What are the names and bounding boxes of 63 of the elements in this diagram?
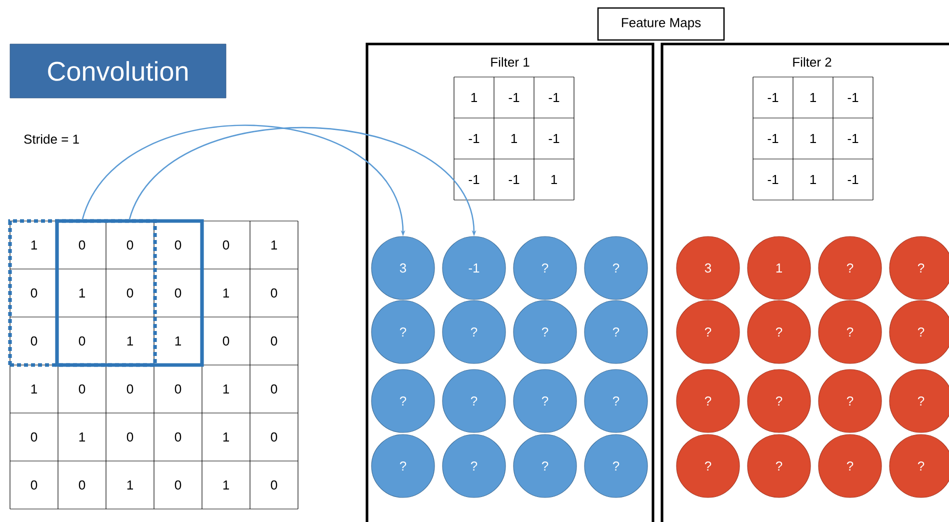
matrix-value: 1 bbox=[127, 480, 133, 490]
filter-value: -1 bbox=[848, 93, 858, 102]
matrix-value: 0 bbox=[270, 336, 278, 346]
filter-value: -1 bbox=[848, 134, 858, 143]
feature-maps-box: Feature Maps bbox=[597, 7, 725, 41]
matrix-value: 0 bbox=[30, 288, 38, 298]
matrix-value: 0 bbox=[30, 336, 38, 346]
matrix-value: 0 bbox=[174, 240, 182, 250]
filter-value: -1 bbox=[508, 175, 520, 184]
matrix-value: 0 bbox=[222, 240, 230, 250]
matrix-value: 0 bbox=[174, 480, 182, 490]
filter-value: -1 bbox=[768, 134, 778, 143]
filter-value: 1 bbox=[511, 134, 517, 143]
matrix-value: 0 bbox=[30, 432, 38, 442]
matrix-value: 1 bbox=[127, 336, 133, 346]
matrix-value: 1 bbox=[223, 288, 229, 298]
matrix-value: 1 bbox=[223, 432, 229, 442]
title-banner: Convolution bbox=[10, 44, 226, 98]
matrix-value: 0 bbox=[78, 240, 86, 250]
matrix-value: 0 bbox=[126, 432, 134, 442]
matrix-value: 1 bbox=[175, 336, 181, 346]
filter-panel bbox=[660, 42, 949, 522]
filter-value: 1 bbox=[551, 175, 557, 184]
panel-heading: Filter 1 bbox=[491, 57, 530, 67]
matrix-value: 0 bbox=[270, 480, 278, 490]
matrix-value: 0 bbox=[30, 480, 38, 490]
filter-value: 1 bbox=[810, 134, 816, 143]
matrix-value: 0 bbox=[78, 336, 86, 346]
matrix-value: 0 bbox=[174, 288, 182, 298]
filter-value: -1 bbox=[468, 175, 480, 184]
filter-value: 1 bbox=[810, 93, 816, 102]
filter-value: -1 bbox=[468, 134, 480, 143]
matrix-value: 1 bbox=[223, 384, 229, 394]
panel-heading: Filter 2 bbox=[793, 57, 832, 67]
sliding-window bbox=[8, 219, 157, 367]
filter-value: 1 bbox=[810, 175, 816, 184]
matrix-value: 1 bbox=[31, 240, 37, 250]
filter-value: -1 bbox=[768, 93, 778, 102]
matrix-value: 1 bbox=[31, 384, 37, 394]
matrix-value: 1 bbox=[79, 432, 85, 442]
filter-value: 1 bbox=[471, 93, 477, 102]
matrix-value: 0 bbox=[78, 480, 86, 490]
matrix-value: 0 bbox=[270, 432, 278, 442]
matrix-value: 0 bbox=[270, 288, 278, 298]
matrix-value: 1 bbox=[79, 288, 85, 298]
matrix-value: 0 bbox=[222, 336, 230, 346]
matrix-value: 0 bbox=[270, 384, 278, 394]
matrix-value: 0 bbox=[126, 288, 134, 298]
matrix-value: 0 bbox=[126, 240, 134, 250]
filter-value: -1 bbox=[548, 93, 560, 102]
matrix-value: 1 bbox=[223, 480, 229, 490]
matrix-value: 0 bbox=[174, 432, 182, 442]
matrix-value: 0 bbox=[126, 384, 134, 394]
filter-value: -1 bbox=[848, 175, 858, 184]
matrix-value: 1 bbox=[271, 240, 277, 250]
filter-value: -1 bbox=[508, 93, 520, 102]
filter-value: -1 bbox=[768, 175, 778, 184]
matrix-value: 0 bbox=[78, 384, 86, 394]
stride-label: Stride = 1 bbox=[24, 134, 79, 144]
sliding-window bbox=[55, 219, 204, 367]
filter-panel bbox=[366, 42, 654, 522]
matrix-value: 0 bbox=[174, 384, 182, 394]
filter-value: -1 bbox=[548, 134, 560, 143]
